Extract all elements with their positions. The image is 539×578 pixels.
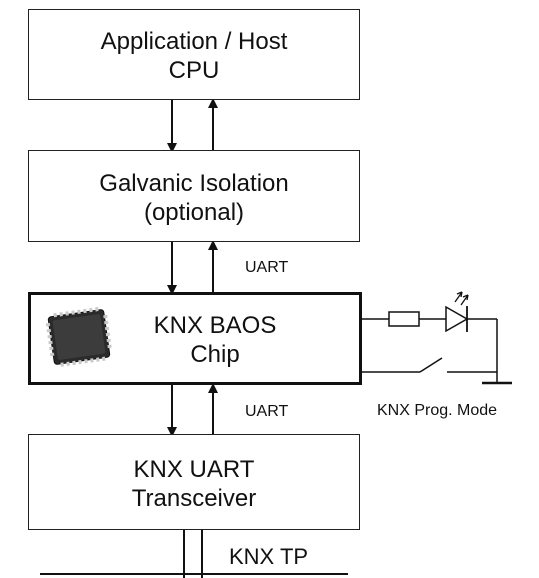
knx-baos-chip-block: KNX BAOS Chip bbox=[28, 292, 362, 385]
knx-uart-transceiver-block: KNX UART Transceiver bbox=[28, 434, 360, 530]
galvanic-isolation-title: Galvanic Isolation bbox=[99, 170, 289, 197]
prog-mode-switch bbox=[419, 357, 443, 373]
resistor bbox=[388, 311, 420, 327]
led-light-ray-head-2 bbox=[462, 294, 469, 301]
led-light-ray-head-1 bbox=[456, 291, 463, 298]
knx-prog-mode-label: KNX Prog. Mode bbox=[377, 402, 498, 419]
host-cpu-block: Application / Host CPU bbox=[28, 9, 360, 100]
uart-label-lower: UART bbox=[245, 403, 289, 420]
knx-tp-label: KNX TP bbox=[229, 544, 309, 569]
qfn-chip-icon bbox=[45, 307, 112, 367]
host-cpu-title: Application / Host bbox=[100, 28, 288, 55]
transceiver-title: KNX UART bbox=[133, 456, 255, 483]
led-light-ray-1 bbox=[454, 291, 463, 303]
led-diode bbox=[445, 305, 469, 333]
knx-baos-title: KNX BAOS bbox=[153, 312, 277, 339]
knx-baos-subtitle: Chip bbox=[190, 341, 240, 368]
host-cpu-subtitle: CPU bbox=[168, 57, 220, 84]
uart-label-upper: UART bbox=[245, 259, 289, 276]
galvanic-isolation-subtitle: (optional) bbox=[143, 199, 245, 226]
transceiver-subtitle: Transceiver bbox=[131, 485, 257, 512]
galvanic-isolation-block: Galvanic Isolation (optional) bbox=[28, 150, 360, 242]
led-light-ray-2 bbox=[460, 294, 469, 306]
